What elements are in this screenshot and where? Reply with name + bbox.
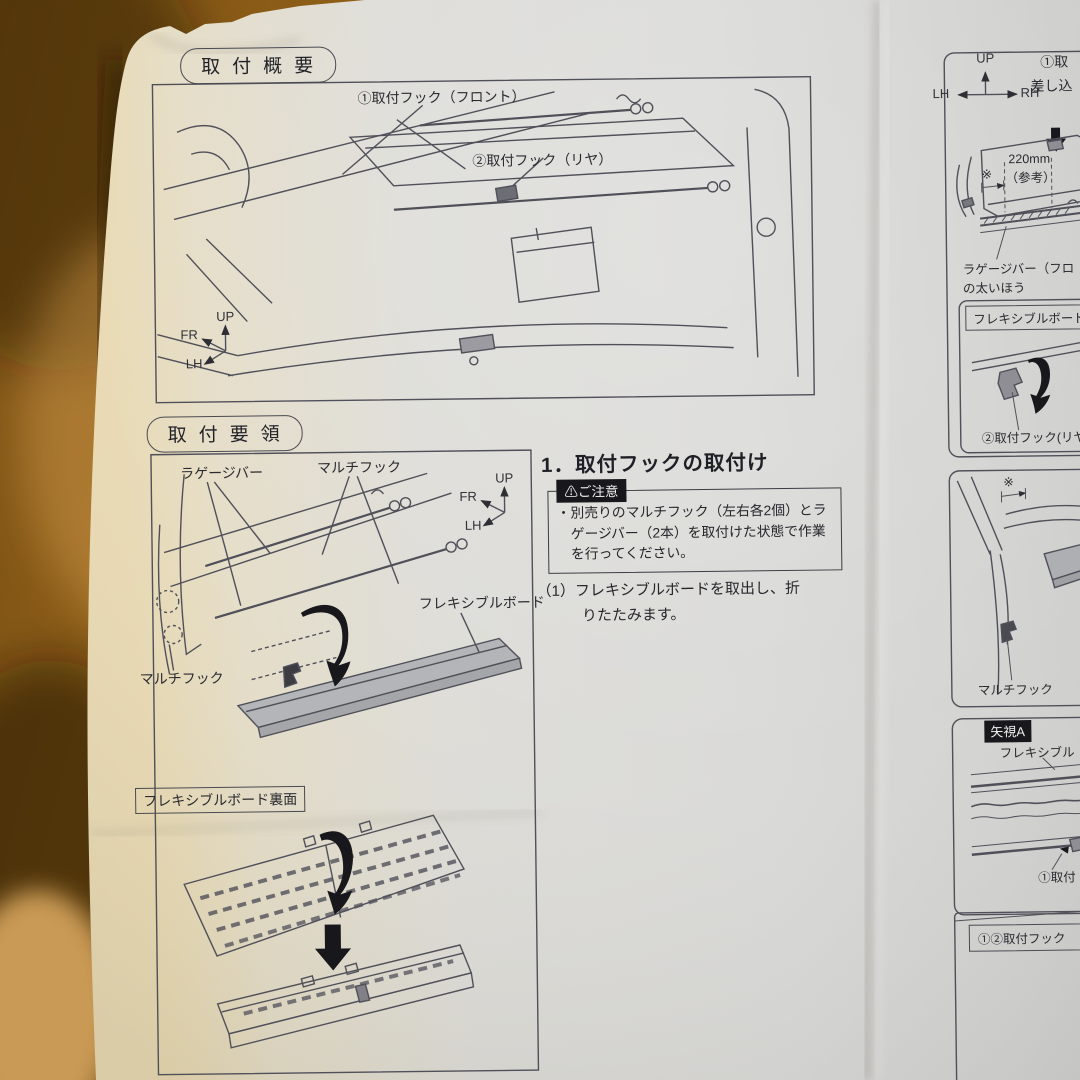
label-luggage-bar: ラゲージバー xyxy=(180,464,264,482)
label-board-back-right: フレキシブルボード裏面 xyxy=(965,303,1080,331)
axis-icon xyxy=(957,71,1018,99)
down-arrow-icon xyxy=(1046,127,1067,152)
axis-lh-label: LH xyxy=(464,517,482,533)
label-multi-hook-right: マルチフック xyxy=(977,682,1053,698)
label-insert-cut: 差し込 xyxy=(1030,77,1073,94)
label-hook2-cut: ②取付フック(リヤ xyxy=(981,430,1080,446)
down-arrow-icon xyxy=(314,924,351,971)
right-box-b xyxy=(948,467,1080,708)
asterisk-mark: ※ xyxy=(1003,475,1014,490)
view-a-badge: 矢視A xyxy=(984,720,1032,743)
caution-line: を行ってください。 xyxy=(557,545,695,563)
step1-text: （1）フレキシブルボードを取出し、折 りたたみます。 xyxy=(536,577,801,630)
right-box-c xyxy=(951,715,1080,916)
step1-line: りたたみます。 xyxy=(536,605,686,625)
label-hook-front: ①取付フック（フロント） xyxy=(357,88,526,107)
axis-icon xyxy=(480,486,509,527)
caution-line: ・別売りのマルチフック（左右各2個）とラ xyxy=(556,502,827,521)
label-flexible-board: フレキシブルボード xyxy=(418,593,545,612)
curved-arrow-icon xyxy=(319,831,353,915)
axis-up-label: UP xyxy=(495,470,514,486)
axis-lh-label: LH xyxy=(185,356,203,372)
overview-diagram-frame xyxy=(151,75,815,404)
label-multi-hook-left: マルチフック xyxy=(139,669,224,687)
rear-hook-clip xyxy=(494,184,519,203)
label-hook1b-cut: ①取付 xyxy=(1038,870,1076,885)
caution-badge: ⚠ご注意 xyxy=(556,478,627,503)
bar-note-line: の太いほう xyxy=(962,281,1026,296)
bar-note-line: ラゲージバー（フロ xyxy=(962,261,1075,277)
axis-fr-label: FR xyxy=(180,327,198,343)
label-multi-hook-top: マルチフック xyxy=(317,458,402,476)
label-board-back: フレキシブルボード裏面 xyxy=(134,785,306,814)
diagram-strokes xyxy=(150,49,1080,1080)
axis-up-label: UP xyxy=(976,50,995,66)
caution-line: ゲージバー（2本）を取付けた状態で作業 xyxy=(556,523,826,542)
section-header-procedure: 取付要領 xyxy=(146,414,303,453)
curved-arrow-icon xyxy=(300,604,351,687)
axis-icon xyxy=(201,324,230,365)
dim-220mm: 220mm xyxy=(1008,151,1051,167)
label-hook1-cut: ①取 xyxy=(1040,53,1069,70)
caution-box: ⚠ご注意 ・別売りのマルチフック（左右各2個）とラ ゲージバー（2本）を取付けた… xyxy=(547,478,843,574)
step1-line: （1）フレキシブルボードを取出し、折 xyxy=(536,579,801,601)
right-box-d xyxy=(953,909,1080,1080)
curved-arrow-icon xyxy=(1027,357,1051,414)
asterisk-mark: ※ xyxy=(981,167,993,182)
axis-lh-label: LH xyxy=(932,85,950,102)
axis-up-label: UP xyxy=(216,308,235,324)
paper-creases xyxy=(91,0,890,1080)
label-bottom-cut: ①②取付フック xyxy=(968,922,1080,952)
label-hook-rear: ②取付フック（リヤ） xyxy=(472,151,613,169)
right-box-a xyxy=(943,49,1080,458)
axis-fr-label: FR xyxy=(459,488,477,504)
dim-ref: （参考） xyxy=(1005,170,1056,186)
step-title: 1．取付フックの取付け xyxy=(540,451,769,477)
section-header-overview: 取付概要 xyxy=(179,46,337,85)
procedure-diagram-frame xyxy=(150,449,540,1076)
label-flexible-cut: フレキシブル xyxy=(999,745,1075,761)
